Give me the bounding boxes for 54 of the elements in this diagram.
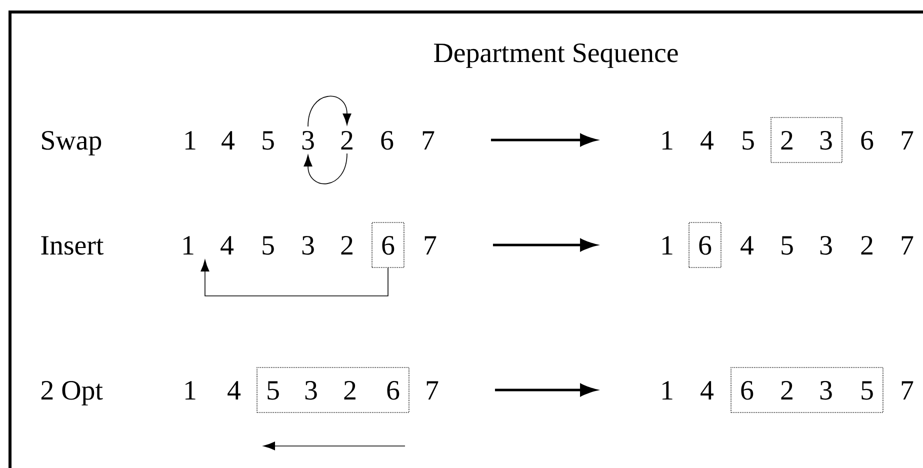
sequence-digit: 7 <box>902 131 914 150</box>
sequence-digit: 2 <box>781 381 792 400</box>
sequence-digit: 5 <box>742 131 754 150</box>
sequence-digit: 6 <box>382 236 394 255</box>
sequence-digit: 2 <box>781 131 792 150</box>
sequence-digit: 2 <box>341 131 352 150</box>
sequence-digit: 1 <box>185 381 196 400</box>
sequence-digit: 3 <box>305 381 317 400</box>
sequence-digit: 6 <box>741 381 754 400</box>
sequence-digit: 2 <box>344 381 356 400</box>
sequence-digit: 5 <box>262 131 274 150</box>
sequence-digit: 7 <box>902 381 914 400</box>
sequence-digit: 3 <box>820 381 832 400</box>
sequence-digit: 5 <box>782 236 793 255</box>
sequence-digit: 4 <box>700 381 714 400</box>
sequence-digit: 4 <box>740 236 754 254</box>
sequence-digit: 3 <box>820 236 832 255</box>
title: Department Sequence <box>434 44 678 68</box>
sequence-digit: 4 <box>700 131 714 150</box>
sequence-digit: 6 <box>699 236 712 255</box>
selection-box <box>256 367 410 413</box>
sequence-digit: 1 <box>662 236 672 254</box>
sequence-digit: 6 <box>381 131 394 150</box>
arrow <box>200 260 388 296</box>
sequence-digit: 1 <box>662 131 672 150</box>
sequence-digit: 6 <box>861 131 874 150</box>
sequence-digit: 7 <box>424 236 436 254</box>
selection-box <box>372 222 404 268</box>
sequence-digit: 3 <box>820 131 832 150</box>
sequence-digit: 2 <box>861 236 872 254</box>
selection-box <box>770 117 842 163</box>
sequence-digit: 4 <box>228 381 241 400</box>
sequence-digit: 5 <box>862 381 873 400</box>
arrow <box>308 96 352 127</box>
sequence-digit: 3 <box>302 131 314 150</box>
sequence-digit: 6 <box>387 381 400 400</box>
row-label: Swap <box>42 131 102 156</box>
sequence-digit: 1 <box>662 381 672 400</box>
row-label: 2 Opt <box>41 381 103 406</box>
row-label: Insert <box>41 236 104 255</box>
selection-box <box>688 222 722 268</box>
sequence-digit: 7 <box>902 236 914 254</box>
sequence-digit: 1 <box>185 131 196 150</box>
arrow <box>304 153 348 184</box>
sequence-digit: 5 <box>262 236 274 255</box>
sequence-digit: 7 <box>422 131 434 150</box>
selection-box <box>730 367 884 413</box>
sequence-digit: 4 <box>222 131 235 150</box>
sequence-digit: 3 <box>302 236 314 255</box>
sequence-digit: 1 <box>183 236 194 254</box>
sequence-digit: 4 <box>220 236 234 254</box>
sequence-digit: 5 <box>268 381 279 400</box>
sequence-digit: 7 <box>426 381 438 400</box>
sequence-digit: 2 <box>341 236 352 254</box>
